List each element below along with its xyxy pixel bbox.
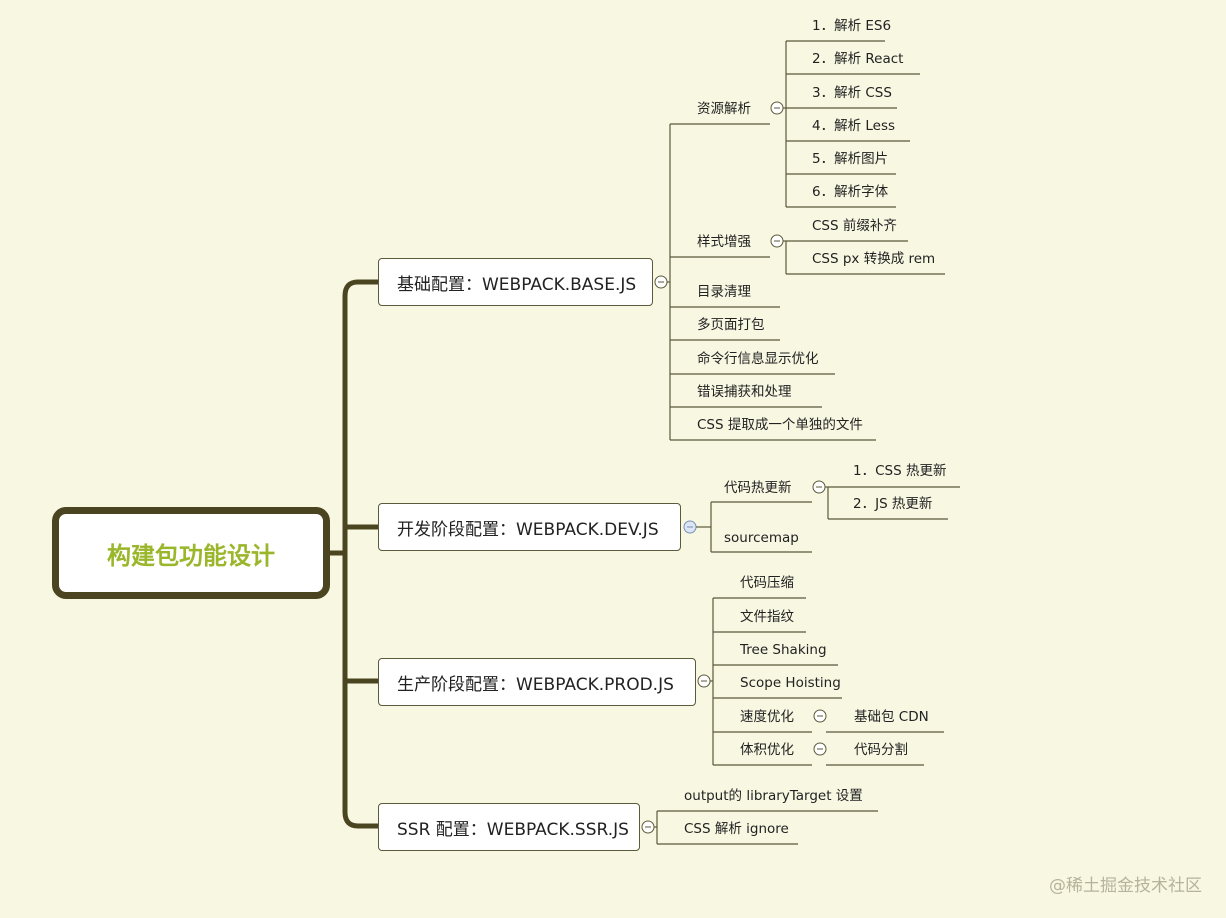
topic-cli-info[interactable]: 命令行信息显示优化: [697, 351, 819, 367]
section-ssr[interactable]: SSR 配置：WEBPACK.SSR.JS: [378, 803, 640, 851]
section-dev[interactable]: 开发阶段配置：WEBPACK.DEV.JS: [378, 503, 681, 551]
topic-js-hot[interactable]: 2．JS 热更新: [853, 496, 933, 512]
topic-minify[interactable]: 代码压缩: [740, 575, 794, 591]
topic-css-ignore[interactable]: CSS 解析 ignore: [684, 821, 789, 837]
topic-parse-image[interactable]: 5．解析图片: [812, 151, 889, 167]
section-prod[interactable]: 生产阶段配置：WEBPACK.PROD.JS: [378, 658, 696, 706]
topic-parse-font[interactable]: 6．解析字体: [812, 184, 889, 200]
topic-tree-shaking[interactable]: Tree Shaking: [740, 642, 827, 658]
topic-code-split[interactable]: 代码分割: [854, 742, 908, 758]
section-base[interactable]: 基础配置：WEBPACK.BASE.JS: [378, 258, 653, 306]
topic-hot-reload[interactable]: 代码热更新: [724, 480, 792, 496]
topic-multi-page[interactable]: 多页面打包: [697, 317, 765, 333]
topic-css-prefix[interactable]: CSS 前缀补齐: [812, 218, 897, 234]
topic-scope-hoisting[interactable]: Scope Hoisting: [740, 675, 841, 691]
topic-file-hash[interactable]: 文件指纹: [740, 609, 794, 625]
topic-resource-parsing[interactable]: 资源解析: [697, 101, 751, 117]
root-topic[interactable]: 构建包功能设计: [52, 507, 330, 599]
topic-css-extract[interactable]: CSS 提取成一个单独的文件: [697, 417, 863, 433]
topic-px-to-rem[interactable]: CSS px 转换成 rem: [812, 251, 936, 267]
topic-cdn[interactable]: 基础包 CDN: [854, 709, 929, 725]
topic-error-handling[interactable]: 错误捕获和处理: [697, 384, 792, 400]
topic-sourcemap[interactable]: sourcemap: [724, 530, 799, 546]
topic-parse-less[interactable]: 4．解析 Less: [812, 118, 896, 134]
topic-parse-react[interactable]: 2．解析 React: [812, 51, 904, 67]
topic-parse-css[interactable]: 3．解析 CSS: [812, 85, 892, 101]
topic-parse-es6[interactable]: 1．解析 ES6: [812, 18, 892, 34]
topic-volume-opt[interactable]: 体积优化: [740, 742, 794, 758]
topic-speed-opt[interactable]: 速度优化: [740, 709, 794, 725]
topic-dir-clean[interactable]: 目录清理: [697, 284, 751, 300]
watermark: @稀土掘金技术社区: [1049, 876, 1202, 896]
topic-css-hot[interactable]: 1．CSS 热更新: [853, 463, 947, 479]
topic-style-enhance[interactable]: 样式增强: [697, 234, 751, 250]
topic-library-target[interactable]: output的 libraryTarget 设置: [684, 788, 863, 804]
